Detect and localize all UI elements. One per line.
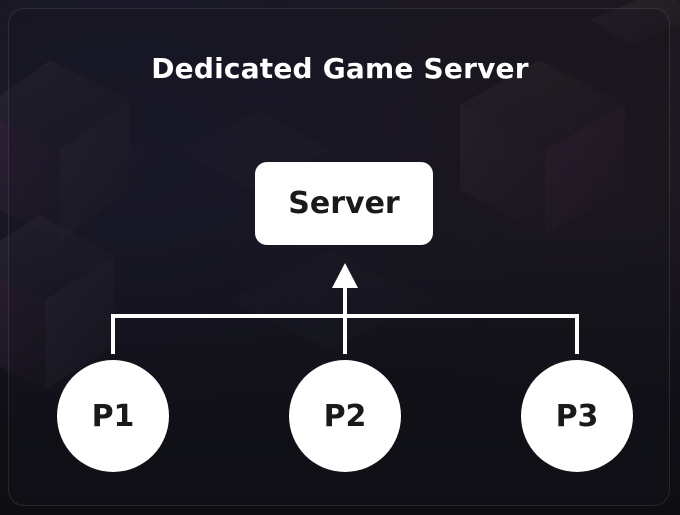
player-node-p3: P3	[521, 360, 633, 472]
player-node-p2: P2	[289, 360, 401, 472]
server-node-label: Server	[288, 186, 400, 221]
server-node: Server	[255, 162, 433, 245]
player-label-p1: P1	[91, 398, 135, 434]
player-label-p2: P2	[323, 398, 367, 434]
player-label-p3: P3	[555, 398, 599, 434]
arrow-up-icon	[332, 263, 358, 288]
player-node-p1: P1	[57, 360, 169, 472]
diagram-title: Dedicated Game Server	[151, 52, 529, 85]
